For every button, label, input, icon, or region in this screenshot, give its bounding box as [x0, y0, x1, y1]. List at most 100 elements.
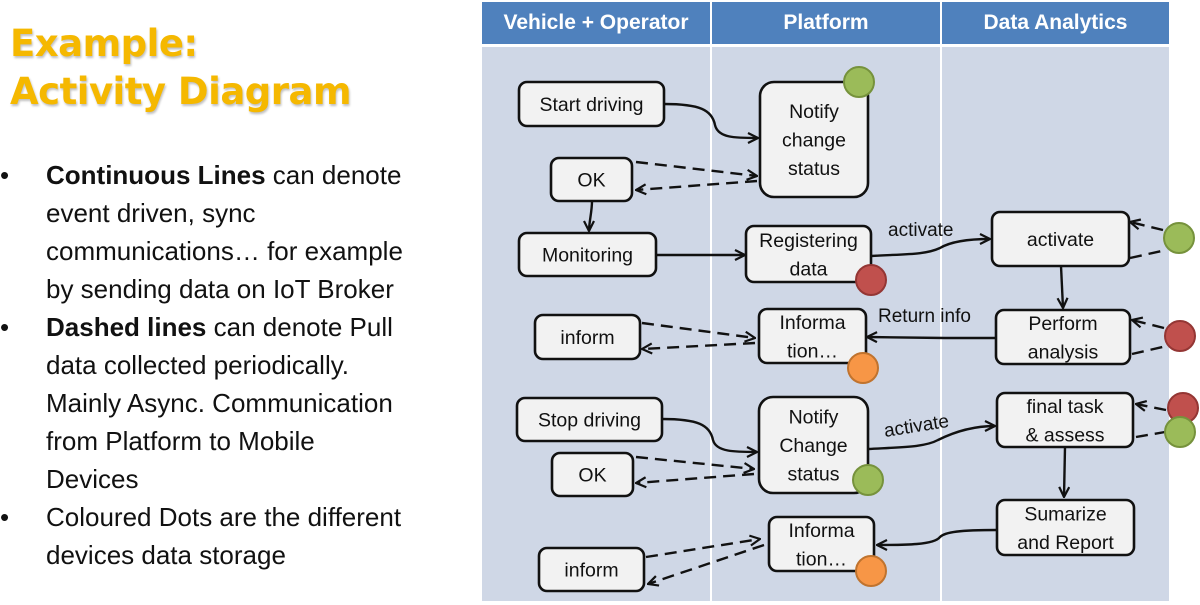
- bullet-bold-term: Continuous Lines: [46, 160, 266, 190]
- node-information-2: Informa tion…: [767, 515, 876, 573]
- bullet-text: Coloured Dots are the different: [46, 502, 402, 532]
- storage-dots: [843, 66, 1199, 587]
- node-label: OK: [577, 170, 605, 192]
- node-label: change: [782, 130, 846, 152]
- edge-summarize-to-information: [877, 528, 998, 545]
- slide-title-line-1: Example:: [10, 22, 198, 65]
- node-box: [757, 395, 870, 495]
- bullet-icon: •: [0, 502, 10, 532]
- edge-registering-to-activate: [870, 239, 990, 258]
- bullet-bold-term: Dashed lines: [46, 312, 207, 342]
- bullet-text: data collected periodically.: [46, 350, 350, 380]
- node-box: [537, 546, 646, 593]
- bullet-coloured-dots: • Coloured Dots are the different device…: [0, 498, 470, 574]
- slide-title: Example: Activity Diagram: [10, 20, 352, 116]
- orange-storage-dot-icon: [847, 352, 879, 384]
- lane-header-vehicle-operator: Vehicle + Operator: [482, 2, 710, 44]
- node-registering-data: Registering data: [744, 224, 873, 284]
- bullet-icon: •: [0, 160, 10, 190]
- orange-storage-dot-icon: [855, 555, 887, 587]
- edge-label-return-info: Return info: [878, 306, 971, 327]
- bullet-dashed-lines: • Dashed lines can denote Pull data coll…: [0, 308, 470, 498]
- bullet-text: event driven, sync: [46, 198, 256, 228]
- node-label: Notify: [789, 101, 839, 123]
- node-label: inform: [564, 560, 618, 582]
- node-box: [533, 313, 642, 361]
- node-label: final task: [1027, 396, 1104, 418]
- edge-dashed-final-to-green: [1135, 430, 1166, 439]
- node-label: status: [787, 464, 839, 486]
- node-final-task: final task& assess: [995, 391, 1135, 449]
- edge-dashed-inform2-in: [648, 543, 765, 584]
- red-storage-dot-icon: [1164, 320, 1196, 352]
- node-box: [549, 156, 634, 203]
- node-box: [990, 210, 1131, 268]
- lane-header-platform: Platform: [712, 2, 940, 44]
- node-label: Stop driving: [538, 410, 641, 432]
- bullet-text: Devices: [46, 464, 139, 494]
- edge-dashed-ok1-out: [635, 160, 757, 176]
- edge-dashed-ok2-in: [636, 472, 755, 483]
- bullet-text: Mainly Async. Communication: [46, 388, 393, 418]
- edge-dashed-inform1-in: [642, 341, 756, 349]
- node-label: status: [788, 158, 840, 180]
- green-storage-dot-icon: [1163, 222, 1195, 254]
- node-inform-1: inform: [533, 313, 642, 361]
- node-label: tion…: [796, 548, 847, 570]
- node-label: Informa: [788, 520, 854, 542]
- node-label: inform: [560, 327, 614, 349]
- node-box: [517, 80, 666, 128]
- edge-dashed-ok2-out: [635, 455, 754, 469]
- node-label: and Report: [1017, 532, 1114, 554]
- node-label: activate: [1027, 229, 1094, 251]
- node-monitoring: Monitoring: [517, 231, 658, 278]
- node-box: [757, 307, 868, 365]
- node-box: [744, 224, 873, 284]
- node-label: Start driving: [539, 94, 643, 116]
- node-label: Registering: [759, 230, 858, 252]
- edge-start-to-notify: [663, 102, 758, 138]
- node-box: [995, 498, 1136, 557]
- edge-final-to-summarize: [1064, 446, 1065, 497]
- node-label: Notify: [789, 407, 839, 429]
- node-box: [994, 308, 1132, 366]
- bullet-list: • Continuous Lines can denote event driv…: [0, 156, 470, 574]
- node-box: [515, 396, 664, 443]
- edge-dashed-activate-to-green: [1129, 248, 1167, 260]
- node-stop-driving: Stop driving: [515, 396, 664, 443]
- lane-header-data-analytics: Data Analytics: [942, 2, 1169, 44]
- edge-dashed-ok1-in: [636, 179, 758, 190]
- edge-perform-to-information: [867, 337, 996, 338]
- bullet-text: can denote: [265, 160, 402, 190]
- node-ok-2: OK: [550, 451, 635, 498]
- edge-label-activate: activate: [882, 411, 950, 442]
- green-storage-dot-icon: [1164, 416, 1196, 448]
- node-label: analysis: [1028, 341, 1099, 363]
- edge-ok-to-monitoring: [589, 200, 592, 231]
- node-box: [550, 451, 635, 498]
- bullet-text: communications… for example: [46, 236, 403, 266]
- bullet-text: can denote Pull: [206, 312, 393, 342]
- node-label: Sumarize: [1024, 503, 1106, 525]
- edge-dashed-perform-to-red: [1131, 344, 1168, 356]
- edge-dashed-red-to-perform: [1132, 320, 1165, 330]
- slide-title-line-2: Activity Diagram: [10, 70, 352, 113]
- node-label: Change: [779, 435, 847, 457]
- edge-activate-to-perform: [1061, 265, 1063, 308]
- node-box: [517, 231, 658, 278]
- edge-dashed-green-to-activate: [1130, 222, 1164, 232]
- node-start-driving: Start driving: [517, 80, 666, 128]
- red-storage-dot-icon: [855, 264, 887, 296]
- node-label: OK: [578, 465, 606, 487]
- node-label: Informa: [779, 312, 845, 334]
- node-label: data: [790, 258, 828, 280]
- node-box: [767, 515, 876, 573]
- edge-dashed-red-to-final: [1136, 404, 1167, 410]
- edge-label-activate: activate: [888, 220, 953, 241]
- bullet-continuous-lines: • Continuous Lines can denote event driv…: [0, 156, 470, 308]
- node-ok-1: OK: [549, 156, 634, 203]
- green-storage-dot-icon: [843, 66, 875, 98]
